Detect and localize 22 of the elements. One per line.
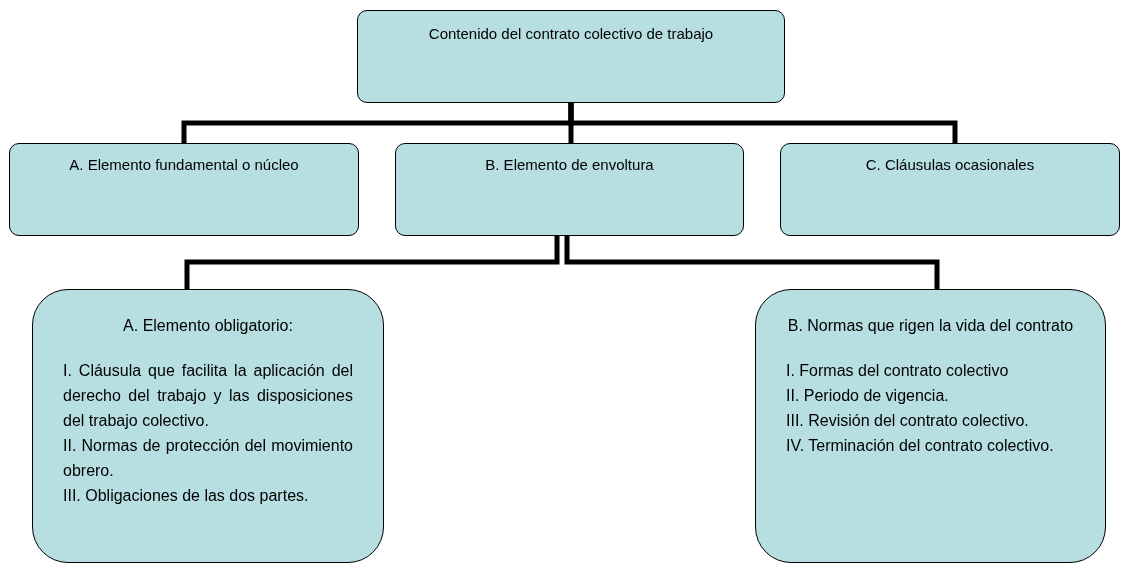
list-item: II. Normas de protección del movimiento obrero. bbox=[63, 436, 353, 481]
rounded-text-box bbox=[32, 289, 384, 563]
box-heading: B. Elemento de envoltura bbox=[484, 155, 655, 175]
rounded-box bbox=[395, 143, 744, 236]
box-heading: A. Elemento obligatorio: bbox=[122, 316, 294, 336]
list-item: III. Revisión del contrato colectivo. bbox=[786, 411, 1030, 431]
list-item: II. Periodo de vigencia. bbox=[786, 386, 950, 406]
list-item: I. Formas del contrato colectivo bbox=[786, 361, 1010, 381]
list-item: I. Cláusula que facilita la aplicación del derecho del trabajo y las disposiciones del trabajo colectivo. bbox=[63, 361, 353, 431]
rounded-box bbox=[9, 143, 359, 236]
rounded-text-box bbox=[755, 289, 1106, 563]
connector-line bbox=[564, 236, 940, 289]
box-heading: C. Cláusulas ocasionales bbox=[864, 155, 1036, 175]
box-heading: B. Normas que rigen la vida del contrato bbox=[786, 316, 1075, 336]
rounded-box bbox=[780, 143, 1120, 236]
connector-line bbox=[184, 236, 560, 289]
rounded-box bbox=[357, 10, 785, 103]
connector-line bbox=[568, 103, 958, 143]
list-item: III. Obligaciones de las dos partes. bbox=[63, 486, 310, 506]
list-item: IV. Terminación del contrato colectivo. bbox=[786, 436, 1055, 456]
box-heading: Contenido del contrato colectivo de trabajo bbox=[427, 24, 715, 44]
box-heading: A. Elemento fundamental o núcleo bbox=[68, 155, 300, 175]
